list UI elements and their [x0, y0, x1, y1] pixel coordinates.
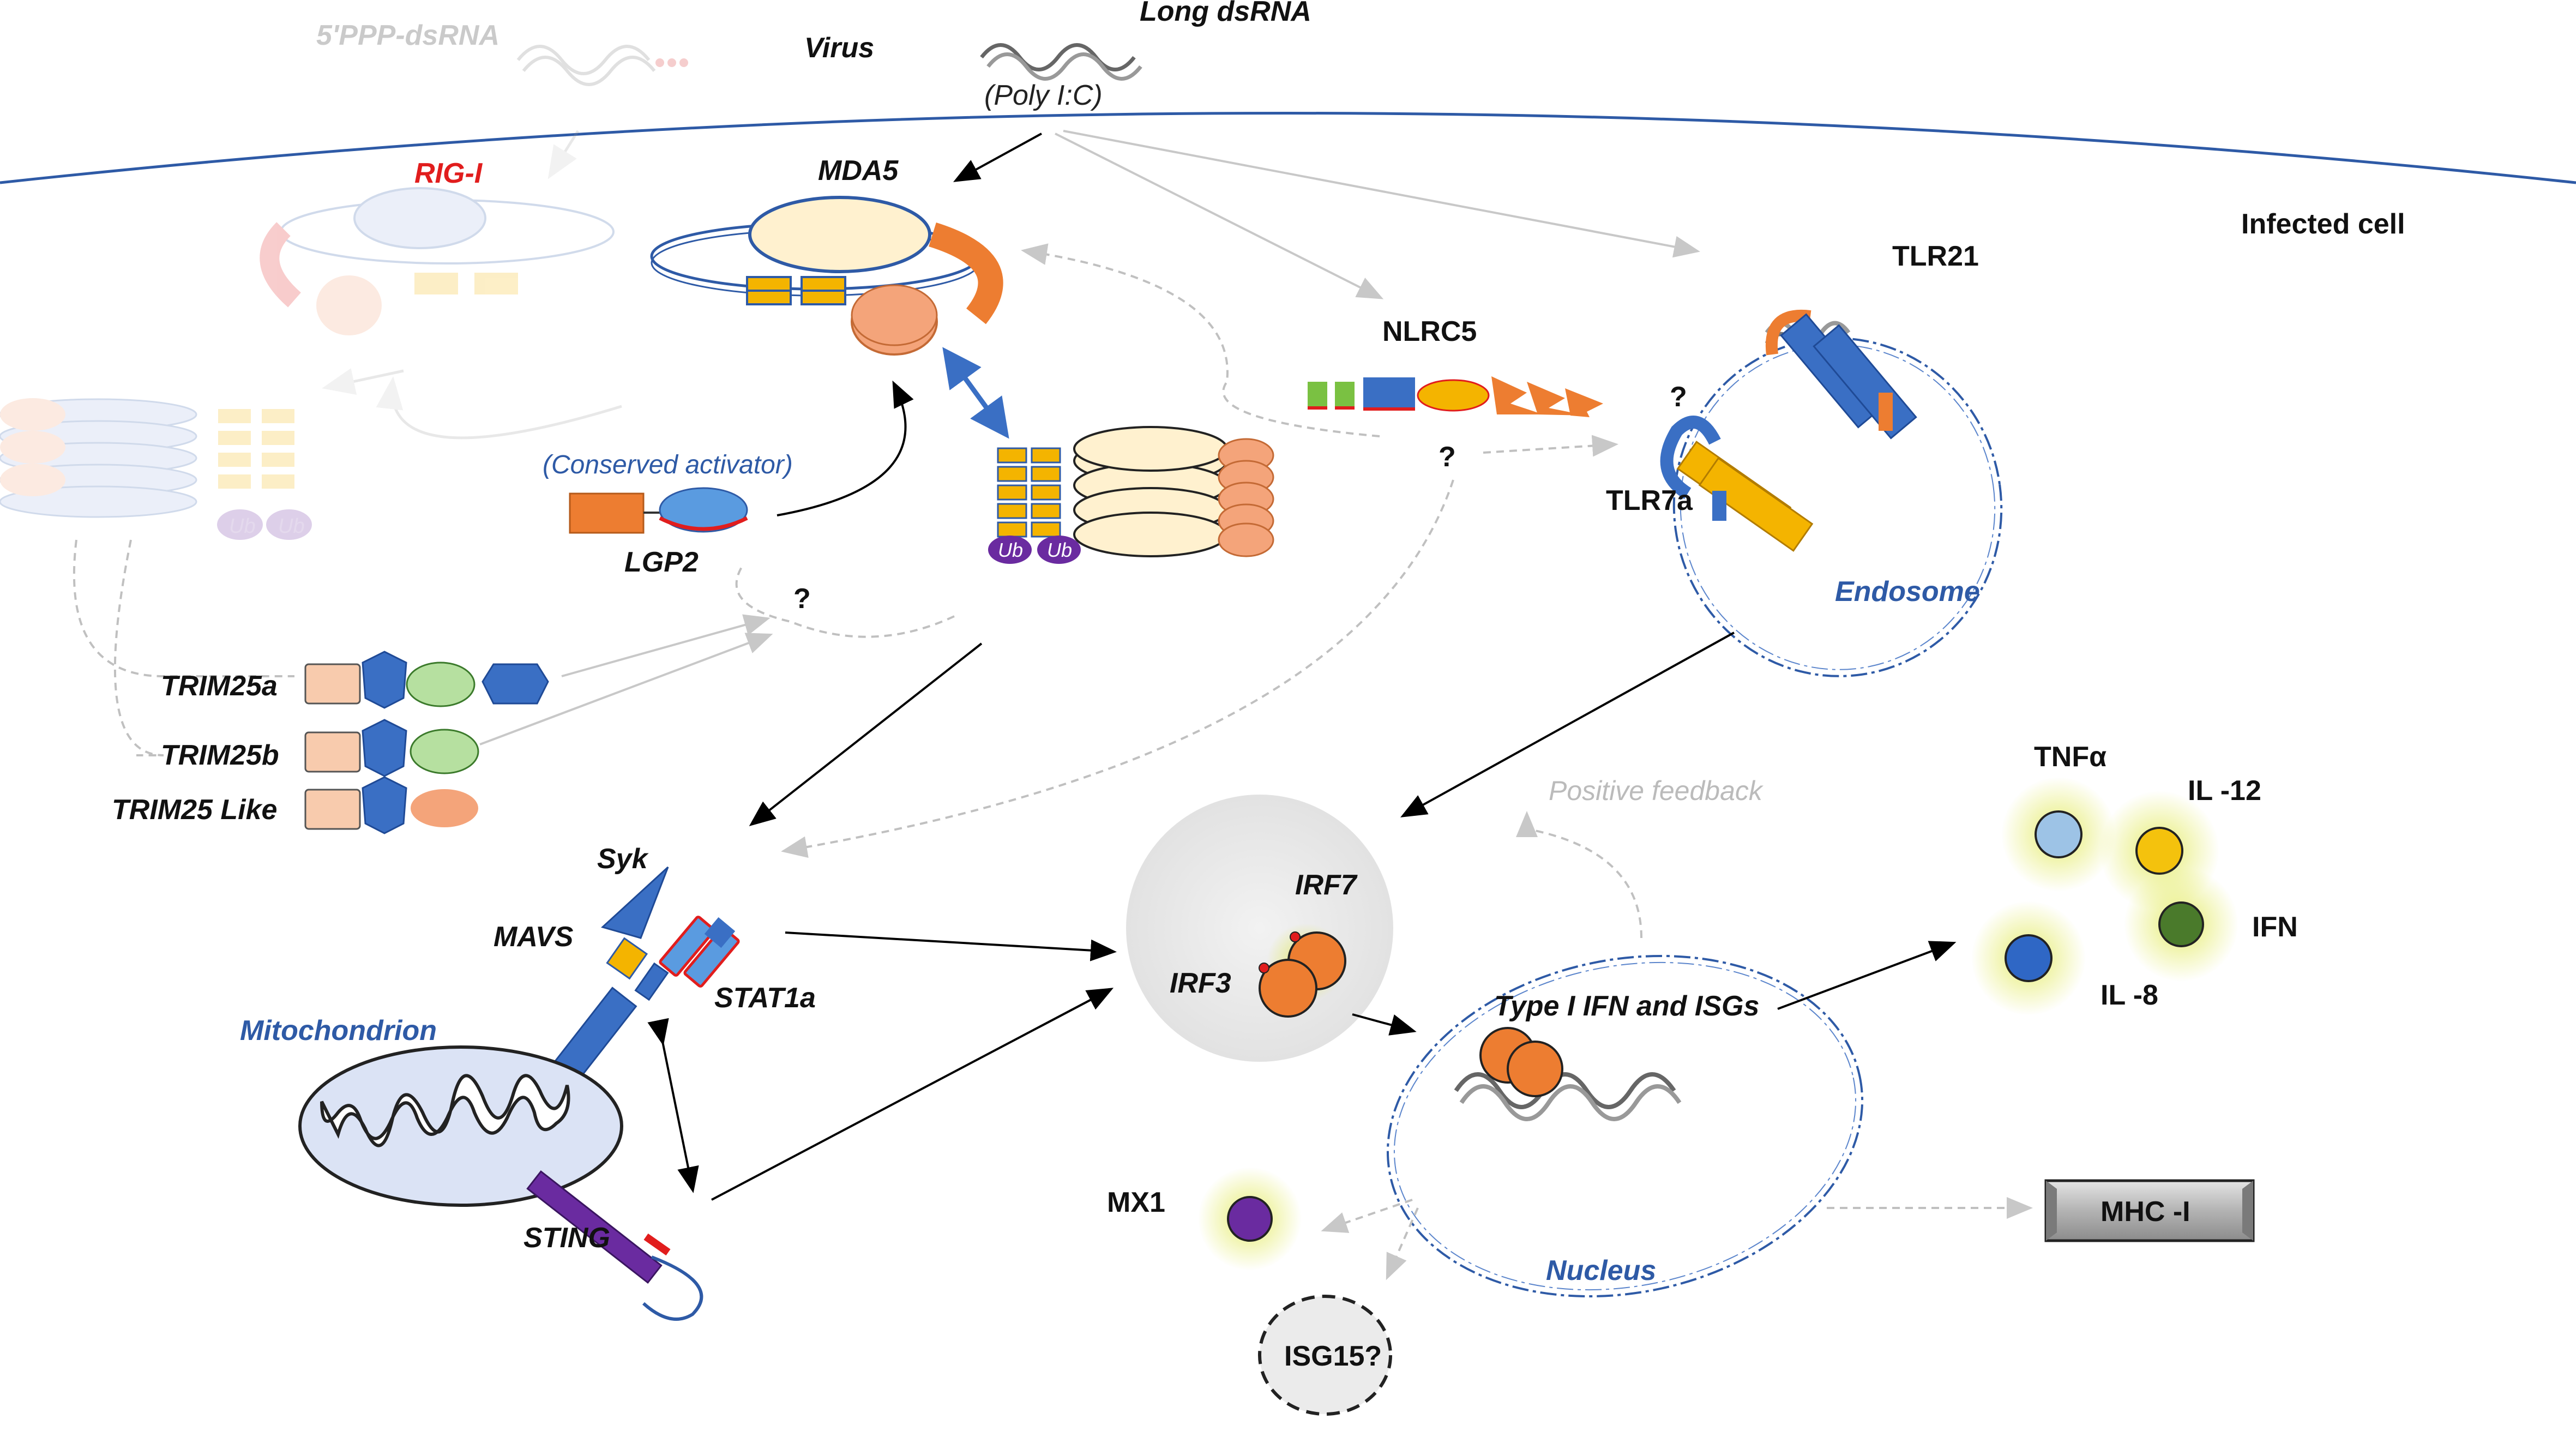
dashed-rig-to-trim25a	[73, 539, 294, 677]
nucleus-label: Nucleus	[1546, 1255, 1656, 1286]
mavs-label: MAVS	[493, 921, 574, 953]
trim25-like-protein	[304, 776, 478, 834]
tlr21-receptor	[1765, 309, 1917, 440]
positive-feedback-label: Positive feedback	[1549, 775, 1764, 806]
type1-ifn-isgs-label: Type I IFN and ISGs	[1494, 990, 1759, 1022]
ub-faded-1: Ub	[229, 515, 256, 538]
cell-membrane	[0, 112, 2576, 184]
arrow-lgp2-to-mda5	[777, 380, 914, 516]
conserved-activator-label: (Conserved activator)	[543, 450, 793, 479]
long-dsrna-label: Long dsRNA	[1140, 0, 1311, 27]
tlr7a-label: TLR7a	[1606, 485, 1693, 516]
endosome-label: Endosome	[1835, 576, 1980, 608]
dashed-positive-feedback	[1516, 811, 1642, 939]
infected-cell-label: Infected cell	[2241, 208, 2405, 240]
nlrc5-label: NLRC5	[1382, 316, 1477, 347]
arrow-nucleus-to-cytokines	[1777, 941, 1957, 1010]
syk-label: Syk	[597, 843, 649, 875]
arrow-dsrna-to-tlr21	[1063, 130, 1700, 258]
arrow-irf-to-nucleus	[1352, 1013, 1417, 1036]
sting-label: STING	[523, 1222, 610, 1254]
mhc-i-label: MHC -I	[2100, 1196, 2190, 1228]
mitochondrion	[298, 1045, 623, 1207]
mx1-protein	[1198, 1167, 1302, 1271]
irf-circle	[1126, 795, 1393, 1062]
mx1-label: MX1	[1107, 1187, 1165, 1218]
ppp-dsrna-strand	[516, 45, 651, 75]
tlr7a-receptor	[1660, 416, 1814, 552]
arrow-trim25a-to-lgp2	[561, 614, 771, 677]
trim25b-protein	[304, 719, 479, 777]
tlr21-label: TLR21	[1892, 240, 1979, 272]
arrow-trim25b-to-lgp2	[479, 633, 773, 745]
ppp-dsrna-label: 5'PPP-dsRNA	[316, 20, 499, 51]
il12-label: IL -12	[2188, 775, 2261, 807]
nlrc5-question: ?	[1439, 441, 1456, 473]
trim25a-protein	[304, 651, 549, 709]
arrow-dsrna-to-nlrc5	[1055, 133, 1384, 299]
arrow-mda5-oligomerization	[942, 347, 1009, 439]
dashed-rig-to-trim25b	[113, 539, 164, 756]
mda5-label: MDA5	[818, 155, 899, 187]
sting-protein	[526, 1170, 703, 1321]
mavs-protein	[554, 937, 669, 1081]
mitochondrion-label: Mitochondrion	[240, 1015, 437, 1047]
cytokine-tnfa	[2001, 777, 2116, 892]
rig-i-label: RIG-I	[414, 158, 483, 189]
isg15-label: ISG15?	[1284, 1340, 1382, 1372]
trim25b-label: TRIM25b	[161, 739, 279, 771]
arrow-mavs-to-irf	[785, 931, 1117, 961]
mda5-oligomer	[988, 426, 1274, 564]
ub-label-1: Ub	[998, 539, 1023, 561]
poly-ic-label: (Poly I:C)	[984, 80, 1103, 111]
ub-tag-2	[1037, 536, 1081, 564]
poly-ic-dsrna-strand	[980, 43, 1142, 81]
stat1a-label: STAT1a	[714, 982, 816, 1014]
mhc-i-box	[2044, 1179, 2255, 1242]
dashed-nlrc5-to-syk	[781, 479, 1454, 858]
arrow-sting-to-irf	[711, 988, 1114, 1201]
trim25-like-label: TRIM25 Like	[112, 794, 277, 826]
lgp2-label: LGP2	[624, 546, 699, 578]
irf-dimer	[1259, 923, 1346, 1018]
ifn-label: IFN	[2252, 911, 2298, 943]
arrow-endosome-to-nucleus-irf	[1400, 632, 1735, 817]
dashed-nucleus-to-mx1	[1321, 1199, 1413, 1233]
trim25a-label: TRIM25a	[161, 670, 278, 702]
tlr7a-question: ?	[1670, 381, 1687, 413]
ub-faded-2: Ub	[278, 515, 305, 538]
rig-i-oligomer	[0, 398, 312, 540]
arrow-dsrna-to-mda5	[953, 133, 1042, 182]
ub-label-2: Ub	[1047, 539, 1072, 561]
il8-label: IL -8	[2100, 979, 2158, 1011]
dashed-nlrc5-to-mda5	[1021, 243, 1380, 437]
cytokine-ifn	[2124, 867, 2238, 982]
isg15-circle	[1258, 1295, 1392, 1416]
cytokine-il8	[1971, 901, 2086, 1015]
irf3-label: IRF3	[1170, 967, 1231, 999]
ub-tag-1	[988, 536, 1032, 564]
stat1a-protein	[659, 916, 740, 988]
dashed-nlrc5-to-tlr	[1483, 435, 1618, 457]
rig-i-faded-pathway	[0, 45, 688, 540]
trim-question: ?	[793, 583, 811, 615]
dashed-nucleus-to-isg15	[1386, 1207, 1419, 1280]
dashed-oligomer-to-trim	[735, 567, 955, 638]
virus-label: Virus	[804, 32, 874, 64]
arrow-mavs-sting-bidirectional	[647, 1018, 699, 1193]
irf7-label: IRF7	[1295, 869, 1358, 901]
dna-with-irf	[1454, 1027, 1682, 1121]
syk-protein	[601, 866, 669, 939]
tnfa-label: TNFα	[2034, 741, 2106, 773]
arrow-mda5-to-mavs	[749, 642, 983, 826]
nlrc5-protein	[1308, 376, 1603, 417]
mda5-monomer	[650, 196, 1003, 356]
nucleus	[1386, 954, 1864, 1298]
lgp2-protein	[569, 487, 748, 534]
